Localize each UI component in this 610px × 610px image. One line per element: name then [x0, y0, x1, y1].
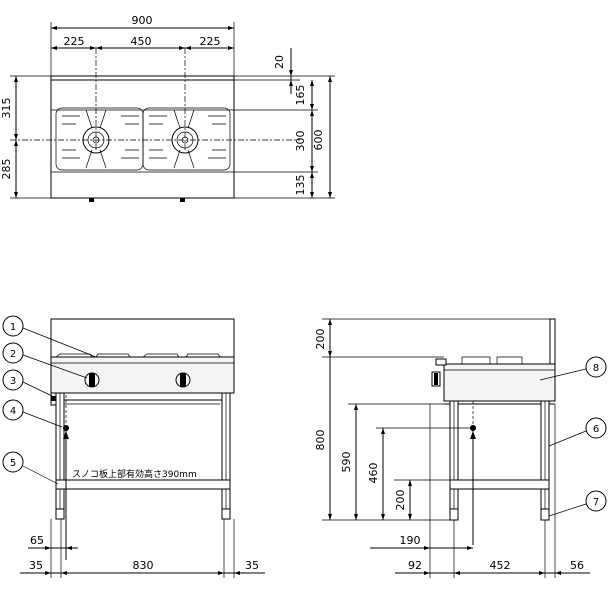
dim-35-right: 35	[245, 559, 259, 572]
callout-3: 3	[10, 376, 16, 387]
callout-5: 5	[10, 458, 16, 469]
dim-92: 92	[408, 559, 422, 572]
side-view: 8 6 7 200 800 590 460 200	[314, 318, 607, 578]
callout-4: 4	[10, 406, 16, 417]
dim-190: 190	[400, 534, 421, 547]
dim-800: 800	[314, 430, 327, 451]
dim-315: 315	[0, 98, 13, 119]
shelf-height-note: スノコ板上部有効高さ390mm	[72, 468, 197, 480]
callout-7: 7	[593, 497, 599, 508]
dim-200-top: 200	[314, 329, 327, 350]
dim-56: 56	[570, 559, 584, 572]
dim-135: 135	[294, 175, 307, 196]
callout-2: 2	[10, 349, 16, 360]
dim-165: 165	[294, 85, 307, 106]
dim-285: 285	[0, 159, 13, 180]
dim-600: 600	[312, 130, 325, 151]
callout-6: 6	[593, 424, 599, 435]
dim-200-shelf: 200	[394, 490, 407, 511]
dim-450: 450	[131, 35, 152, 48]
dim-65: 65	[30, 534, 44, 547]
dim-452: 452	[490, 559, 511, 572]
dim-830: 830	[133, 559, 154, 572]
dim-225-left: 225	[64, 35, 85, 48]
dim-35-left: 35	[29, 559, 43, 572]
front-view: 1 2 3 4 5 スノコ板上部有効高さ390mm 65 35 830 35	[2, 315, 265, 578]
top-view: 900 225 450 225 20 165 300 135 600 315 2…	[0, 14, 335, 202]
dim-300: 300	[294, 131, 307, 152]
callout-1: 1	[10, 322, 16, 333]
dim-460: 460	[367, 463, 380, 484]
dim-20: 20	[273, 55, 286, 69]
dim-225-right: 225	[200, 35, 221, 48]
dim-590: 590	[340, 452, 353, 473]
dim-900: 900	[132, 14, 153, 27]
callout-8: 8	[593, 363, 599, 374]
